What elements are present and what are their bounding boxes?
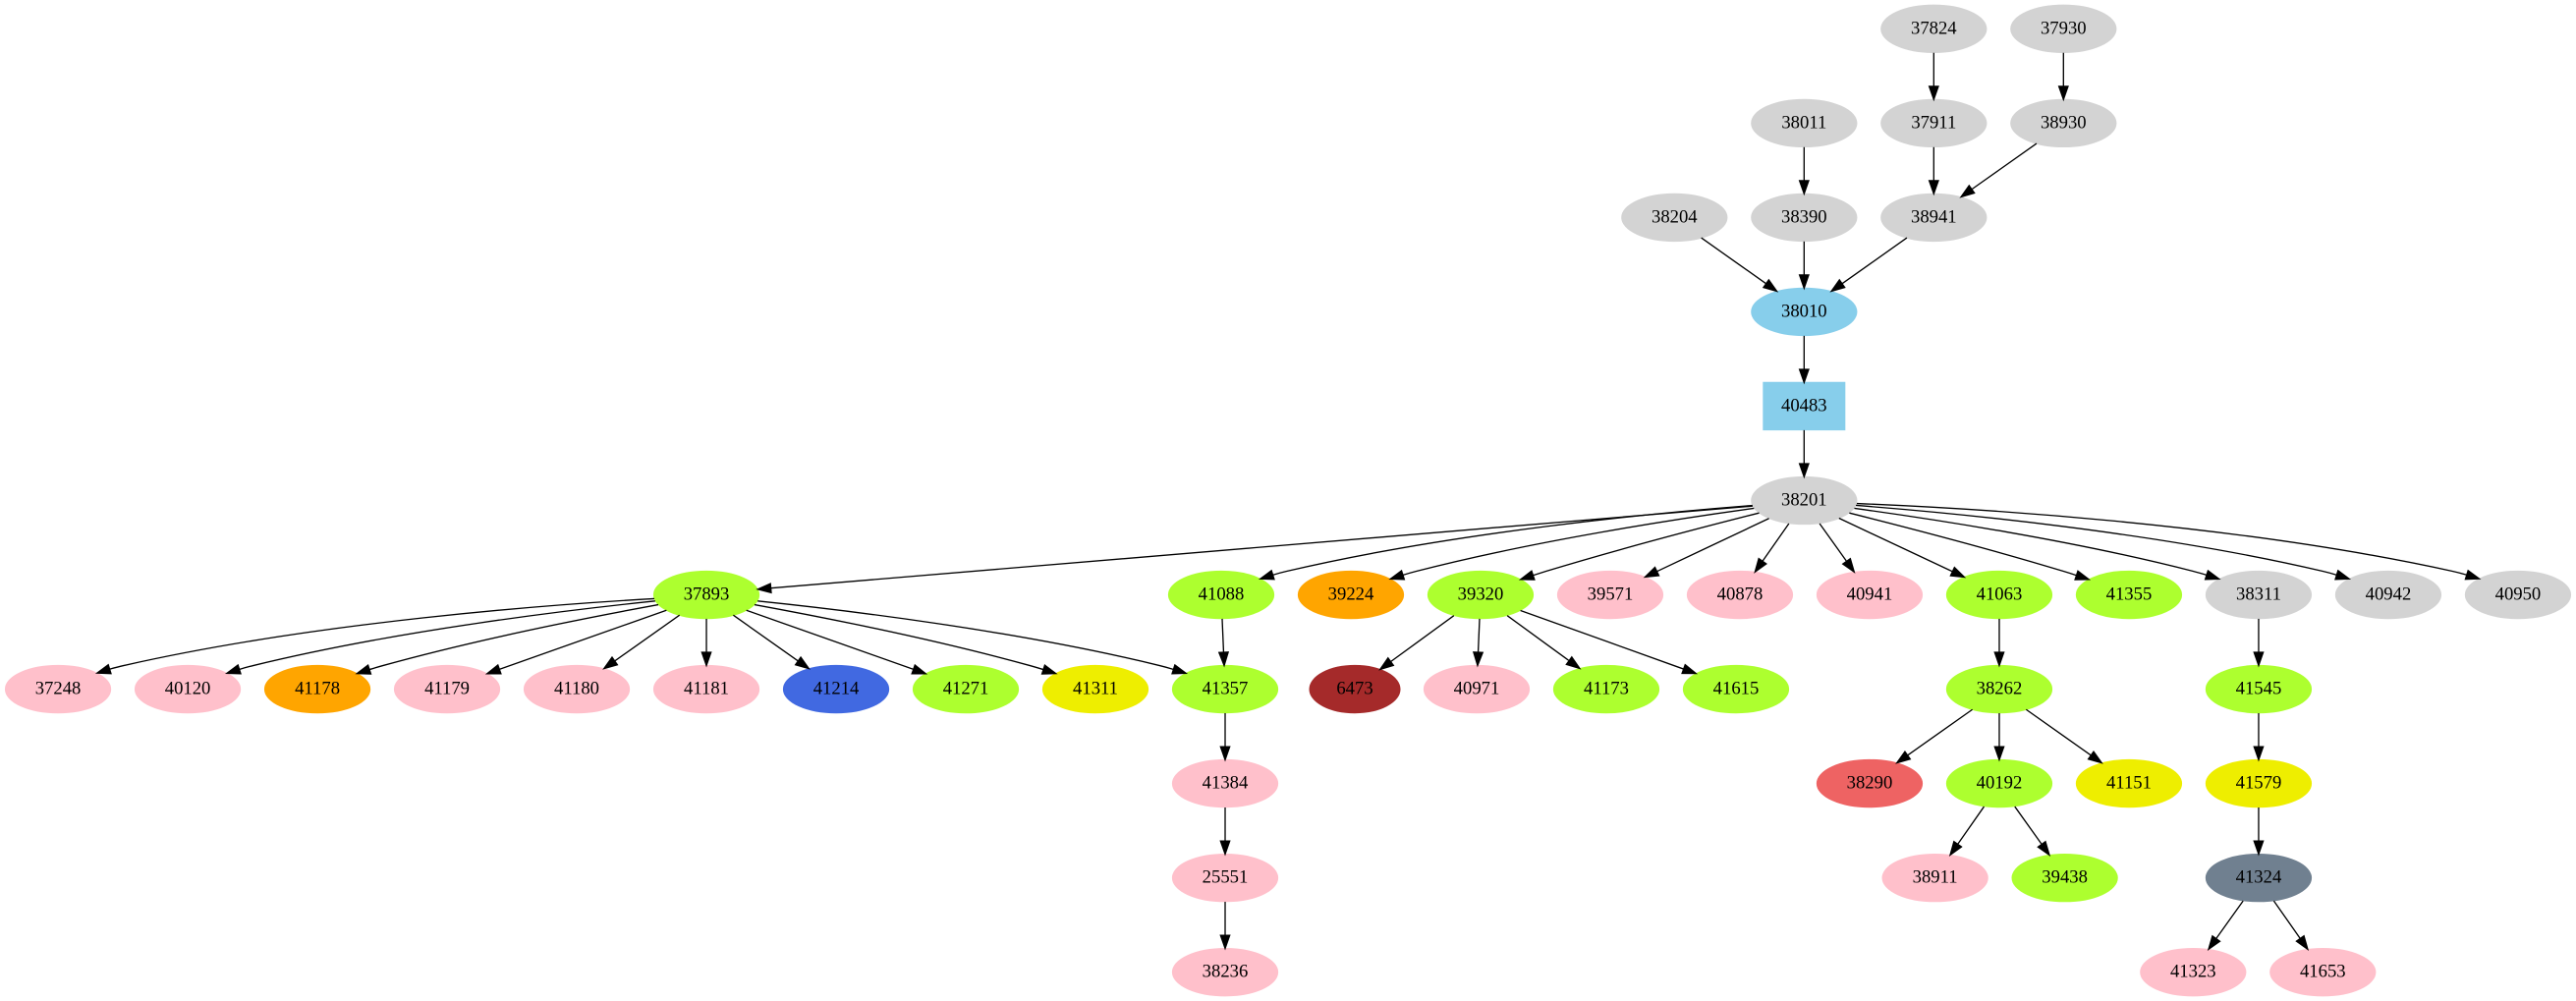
- svg-text:39571: 39571: [1588, 584, 1634, 604]
- svg-text:41181: 41181: [684, 678, 729, 698]
- svg-text:39320: 39320: [1458, 584, 1504, 604]
- svg-text:38201: 38201: [1781, 489, 1827, 510]
- svg-text:40192: 40192: [1977, 773, 2023, 794]
- svg-text:39438: 39438: [2042, 867, 2088, 888]
- svg-text:37911: 37911: [1911, 112, 1956, 133]
- svg-text:38311: 38311: [2236, 584, 2281, 604]
- svg-text:41063: 41063: [1977, 584, 2023, 604]
- svg-text:38010: 38010: [1781, 301, 1827, 321]
- svg-text:41180: 41180: [554, 678, 599, 698]
- svg-text:41615: 41615: [1713, 678, 1760, 698]
- svg-text:37930: 37930: [2041, 18, 2087, 38]
- svg-text:41545: 41545: [2236, 678, 2282, 698]
- svg-text:41323: 41323: [2170, 962, 2216, 982]
- svg-text:41271: 41271: [943, 678, 989, 698]
- svg-text:41653: 41653: [2300, 962, 2346, 982]
- svg-text:6473: 6473: [1336, 678, 1372, 698]
- svg-text:40971: 40971: [1454, 678, 1500, 698]
- svg-text:41088: 41088: [1199, 584, 1245, 604]
- svg-text:37824: 37824: [1911, 18, 1957, 38]
- svg-text:40878: 40878: [1717, 584, 1764, 604]
- svg-text:37248: 37248: [35, 678, 82, 698]
- svg-text:40942: 40942: [2366, 584, 2412, 604]
- svg-text:41179: 41179: [424, 678, 470, 698]
- svg-text:38930: 38930: [2041, 112, 2087, 133]
- svg-text:41384: 41384: [1203, 773, 1249, 794]
- svg-text:41579: 41579: [2236, 773, 2282, 794]
- svg-text:38390: 38390: [1781, 206, 1827, 227]
- svg-text:41324: 41324: [2236, 867, 2282, 888]
- svg-text:25551: 25551: [1203, 867, 1249, 888]
- svg-text:38941: 38941: [1911, 206, 1957, 227]
- svg-text:40950: 40950: [2495, 584, 2542, 604]
- svg-text:37893: 37893: [684, 584, 730, 604]
- svg-text:38290: 38290: [1847, 773, 1893, 794]
- svg-text:41311: 41311: [1073, 678, 1118, 698]
- svg-text:41178: 41178: [295, 678, 340, 698]
- svg-text:41355: 41355: [2106, 584, 2153, 604]
- svg-text:38911: 38911: [1913, 867, 1958, 888]
- svg-text:40120: 40120: [165, 678, 211, 698]
- svg-text:39224: 39224: [1328, 584, 1374, 604]
- svg-text:41357: 41357: [1203, 678, 1249, 698]
- svg-text:38262: 38262: [1977, 678, 2023, 698]
- svg-text:40941: 40941: [1847, 584, 1893, 604]
- svg-text:40483: 40483: [1781, 395, 1827, 416]
- svg-text:41151: 41151: [2106, 773, 2152, 794]
- svg-text:38011: 38011: [1781, 112, 1826, 133]
- svg-text:41173: 41173: [1584, 678, 1629, 698]
- svg-text:38236: 38236: [1203, 962, 1249, 982]
- svg-text:38204: 38204: [1652, 206, 1698, 227]
- svg-text:41214: 41214: [813, 678, 860, 698]
